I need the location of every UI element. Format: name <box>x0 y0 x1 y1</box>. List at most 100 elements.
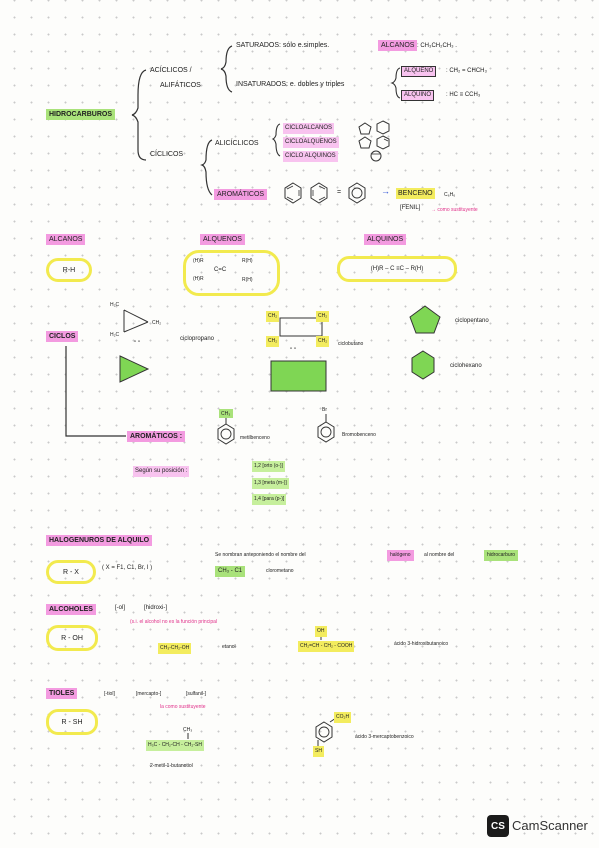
tiol-formula-pill: R - SH <box>46 709 98 735</box>
cyclohexane-hexagon-icon <box>411 350 435 380</box>
halogenuros-heading: HALOGENUROS DE ALQUILO <box>46 535 153 546</box>
insaturados-brace <box>390 67 401 99</box>
alcohol-note: (s.i. el alcohol no es la función princi… <box>130 619 217 625</box>
halo-formula: R - X <box>63 568 79 576</box>
cyclopentane-pentagon-icon <box>409 305 441 334</box>
alcohol-example-1: CH₃-CH₂-OH <box>158 643 192 654</box>
cyclobutane-square-icon <box>270 360 327 392</box>
methylbenzene-ch3: CH₃ <box>221 411 231 417</box>
alcoholes-heading: ALCOHOLES <box>46 604 96 615</box>
cyclobutane-ch2-tr: CH₂ <box>316 311 330 322</box>
alqueno-tag: ALQUENO <box>401 66 437 77</box>
segun-posicion-label: Según su posición : <box>133 466 190 477</box>
equals-sign: = <box>337 189 342 196</box>
hidrocarburos-label: HIDROCARBUROS <box>46 109 115 120</box>
arrow-icon: → <box>381 186 390 196</box>
halo-example-name: clorometano <box>266 568 294 574</box>
fenil-label: [FENIL] <box>400 205 421 211</box>
tiol-example-2-name: ácido 3-mercaptobenzoico <box>355 734 414 740</box>
cyclohexene-icon <box>376 135 390 150</box>
cicloalquenos-label: CICLOALQUENOS <box>283 137 339 148</box>
tiol-ch3: CH₃ <box>183 727 193 733</box>
tiol-formula: R - SH <box>61 718 83 726</box>
alquino-tag: ALQUINO <box>401 90 435 101</box>
bromobenceno-label: Bromobenceno <box>342 432 376 438</box>
tioles-sulfanil: [sulfanil-] <box>186 691 207 697</box>
ciclicos-brace <box>200 139 213 196</box>
alcohol-example-2: CH₂=CH - CH₂ - COOH <box>298 641 355 652</box>
ciclopentano-label: ciclopentano <box>455 318 489 324</box>
ciclobutano-quote: " " <box>290 348 296 354</box>
cyclopentene-icon <box>358 136 372 149</box>
cyclopropane-triangle-icon <box>119 355 150 383</box>
alcanos-formula: : CH₃CH₂CH₃ . <box>417 43 457 49</box>
halo-desc-2: al nombre del <box>424 552 455 558</box>
alcohol-formula: R - OH <box>61 634 83 642</box>
halo-example: CH₃ - C1 <box>215 566 246 577</box>
tiol-example-1: H₃C - CH₂-CH - CH₂-SH <box>146 740 204 751</box>
aciclicos-label: ACÍCLICOS / <box>150 67 192 74</box>
benceno-label: BENCENO <box>396 188 435 199</box>
halo-desc-1: Se nombran anteponiendo el nombre del <box>215 552 306 558</box>
alcohol-formula-pill: R - OH <box>46 625 98 651</box>
benceno-formula: C₆H₆ <box>444 192 456 198</box>
cyclobutane-ch2-tl: CH₂ <box>266 311 280 322</box>
tiol-co2h: CO₂H <box>334 712 352 723</box>
ciclopropano-label: ciclopropano <box>180 336 215 342</box>
tiol-sh: SH <box>313 746 324 757</box>
cyclopropane-structure <box>123 309 149 333</box>
alcoholes-suffix: [-ol] <box>115 605 126 611</box>
alquenos-r4: R(H) <box>242 277 253 283</box>
main-brace <box>131 69 147 161</box>
aliciclicos-label: ALICÍCLICOS <box>215 140 259 147</box>
alcohol-example-2-name: ácido 3-hidroxibutanoico <box>394 641 449 647</box>
alcanos-heading: ALCANOS <box>46 234 86 245</box>
methylbenzene-structure <box>217 409 235 445</box>
insaturados-label: INSATURADOS: e. dobles y triples <box>236 81 345 88</box>
alcanos-formula-pill: R-H <box>46 258 92 282</box>
alcanos-formula: R-H <box>62 266 76 274</box>
pos-para: 1,4 [para (p-)] <box>252 494 287 505</box>
halo-hidrocarburo: hidrocarburo <box>484 550 519 561</box>
saturados-label: SATURADOS: sólo e.simples. <box>236 42 330 49</box>
alquinos-heading: ALQUINOS <box>364 234 407 245</box>
ciclicos-label: CÍCLICOS <box>150 151 184 158</box>
tiol-example-1-name: 2-metil-1-butanotiol <box>150 763 193 769</box>
alquino-formula: : HC ≡ CCH₃ <box>446 92 481 98</box>
cyclopentane-icon <box>358 122 372 135</box>
bromobenzene-br: Br <box>322 407 327 413</box>
alquinos-formula-pill: (H)R – C ≡C – R(H) <box>337 256 457 282</box>
cyclohexane-icon <box>376 120 390 135</box>
tioles-note: la como sustituyente <box>160 704 206 710</box>
aromaticos-hydro-label: AROMÁTICOS <box>214 189 268 200</box>
ciclobutano-label: ciclobutano <box>338 341 364 347</box>
pos-meta: 1,3 [meta (m-)] <box>252 478 289 489</box>
cyclopropane-h2c-top: H₂C <box>110 302 120 308</box>
alcohol-example-1-name: etanol <box>222 644 236 650</box>
alqueno-formula: : CH₂ = CHCH₃ <box>446 68 487 74</box>
alquenos-r2: R(H) <box>242 258 253 264</box>
pos-orto: 1,2 [orto (o-)] <box>252 461 285 472</box>
alquenos-cc: C=C <box>214 267 227 273</box>
alquinos-formula: (H)R – C ≡C – R(H) <box>370 266 424 272</box>
alquenos-r1: (H)R <box>193 258 204 264</box>
alquenos-formula-pill <box>183 250 280 296</box>
alcohol-oh: OH <box>315 626 327 637</box>
ciclos-connector-line <box>65 346 126 437</box>
alcoholes-prefix: [hidroxi-] <box>144 605 168 611</box>
benzene-kekule-2-icon <box>310 182 328 204</box>
alquenos-heading: ALQUENOS <box>200 234 245 245</box>
cycloalkyne-icon <box>370 150 382 162</box>
halo-x-list: ( X = F1, C1, Br, I ) <box>102 565 153 571</box>
ciclopropano-quote: " " <box>134 341 140 347</box>
tioles-heading: TIOLES <box>46 688 78 699</box>
cyclobutane-structure <box>279 317 323 337</box>
cyclobutane-ch2-br: CH₂ <box>316 336 330 347</box>
aromaticos-heading: AROMÁTICOS : <box>127 431 186 442</box>
aciclicos-brace <box>220 45 233 93</box>
cicloalquinos-label: CICLO ALQUINOS <box>283 151 338 162</box>
alcanos-tag: ALCANOS <box>378 40 418 51</box>
cyclobutane-ch2-bl: CH₂ <box>266 336 280 347</box>
mercaptobenzoic-structure <box>315 717 337 746</box>
